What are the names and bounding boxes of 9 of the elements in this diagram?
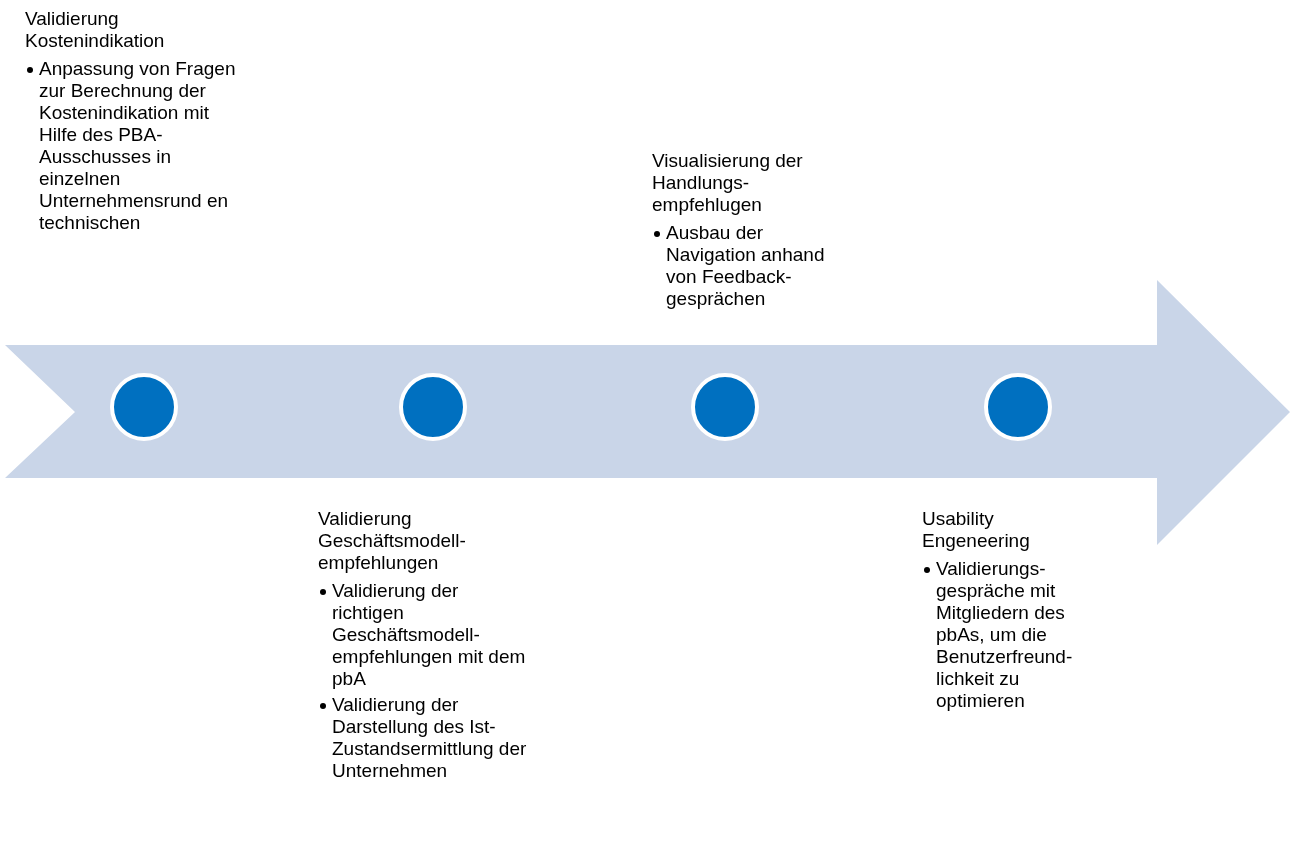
milestone-heading: Validierung Kostenindikation bbox=[25, 8, 166, 52]
milestone-heading: Visualisierung der Handlungs- empfehlugen bbox=[652, 150, 804, 216]
bullet-text: Anpassung von Fragen zur Berechnung der Kostenindikation mit Hilfe des PBA-Ausschusses in einzelnen Unternehmensrund en technischen bbox=[39, 58, 237, 234]
bullet-text: Validierung der richtigen Geschäftsmodell- empfehlungen mit dem pbA bbox=[332, 580, 527, 690]
milestone-heading: Usability Engeneering bbox=[922, 508, 1031, 552]
milestone-heading: Validierung Geschäftsmodell- empfehlungen bbox=[318, 508, 467, 574]
bullet-text: Validierung der Darstellung des Ist-Zustandsermittlung der Unternehmen bbox=[332, 694, 528, 782]
bullet-text: Validierungs- gespräche mit Mitgliedern des pbAs, um die Benutzerfreund- lichkeit zu optimieren bbox=[936, 558, 1074, 712]
bullet-text: Ausbau der Navigation anhand von Feedback- gesprächen bbox=[666, 222, 826, 310]
